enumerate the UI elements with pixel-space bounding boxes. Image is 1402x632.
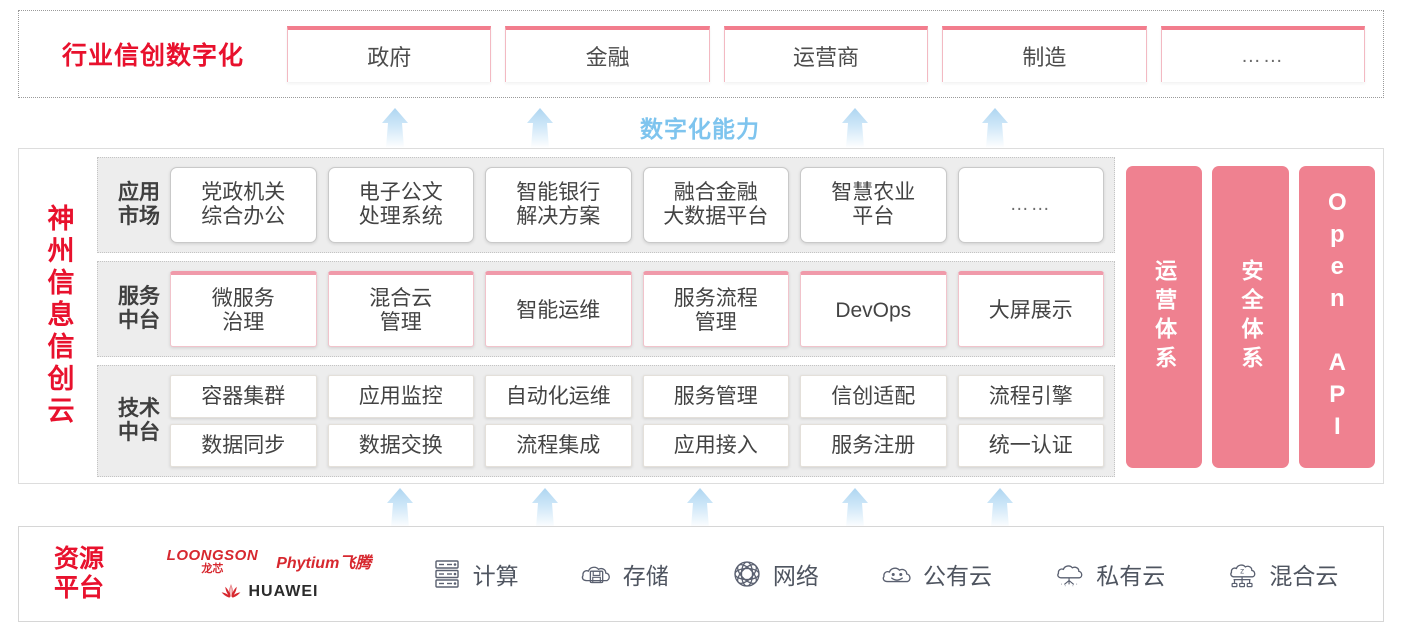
- resource-item-private-cloud-label: 私有云: [1096, 563, 1166, 589]
- tech-card-app-monitoring[interactable]: 应用监控: [327, 375, 474, 418]
- private-cloud-icon: [1057, 565, 1083, 587]
- resource-item-hybrid-cloud-label: 混合云: [1269, 563, 1339, 589]
- app-card-smart-bank[interactable]: 智能银行解决方案: [485, 167, 632, 243]
- service-card-devops[interactable]: DevOps: [800, 271, 947, 347]
- industry-card-carrier[interactable]: 运营商: [723, 26, 929, 82]
- resource-item-public-cloud-label: 公有云: [923, 563, 993, 589]
- cloud-panel-title: 神州信息信创云: [19, 149, 97, 483]
- service-card-smart-ops[interactable]: 智能运维: [485, 271, 632, 347]
- side-pillar-list: 运营体系 安全体系 Open API: [1123, 157, 1375, 477]
- industry-card-finance[interactable]: 金融: [505, 26, 710, 82]
- resource-item-list: 计算 存储: [399, 557, 1383, 591]
- phytium-logo: Phytium飞腾: [276, 555, 372, 572]
- service-card-process-mgmt[interactable]: 服务流程管理: [642, 271, 789, 347]
- tech-card-app-access[interactable]: 应用接入: [642, 424, 789, 467]
- pillar-security-system[interactable]: 安全体系: [1212, 166, 1289, 468]
- svg-text:z: z: [1240, 567, 1244, 576]
- hybrid-cloud-icon: z: [1230, 564, 1256, 588]
- layer-service-platform: 服务中台 微服务治理 混合云管理 智能运维 服务流程管理 DevOps 大屏展示: [97, 261, 1115, 357]
- resource-platform-title: 资源平台: [53, 545, 104, 602]
- loongson-logo: LOONGSON 龙芯: [167, 548, 259, 575]
- service-card-microservice-governance[interactable]: 微服务治理: [170, 271, 317, 347]
- huawei-flower-icon: [221, 583, 240, 598]
- up-arrow-icon: [687, 488, 713, 528]
- loongson-logo-sub: 龙芯: [201, 562, 224, 575]
- app-card-government-office[interactable]: 党政机关综合办公: [170, 167, 317, 243]
- service-card-hybrid-cloud-mgmt[interactable]: 混合云管理: [327, 271, 474, 347]
- tech-card-xinchuang-adaptation[interactable]: 信创适配: [800, 375, 947, 418]
- resource-item-storage-label: 存储: [622, 563, 669, 589]
- cloud-panel: 神州信息信创云 应用市场 党政机关综合办公 电子公文处理系统 智能银行解决方案 …: [18, 148, 1384, 484]
- industry-card-list: 政府 金融 运营商 制造 ……: [287, 26, 1383, 82]
- app-card-finance-bigdata[interactable]: 融合金融大数据平台: [642, 167, 789, 243]
- layer-label-tech-platform: 技术中台: [118, 397, 160, 444]
- tech-platform-row-2: 数据同步 数据交换 流程集成 应用接入 服务注册 统一认证: [170, 424, 1104, 467]
- up-arrow-icon: [527, 108, 553, 148]
- service-card-dashboard[interactable]: 大屏展示: [957, 271, 1104, 347]
- pillar-open-api-label: Open API: [1323, 189, 1351, 445]
- cloud-panel-body: 应用市场 党政机关综合办公 电子公文处理系统 智能银行解决方案 融合金融大数据平…: [97, 149, 1383, 483]
- tech-card-service-registry[interactable]: 服务注册: [800, 424, 947, 467]
- layer-application-market: 应用市场 党政机关综合办公 电子公文处理系统 智能银行解决方案 融合金融大数据平…: [97, 157, 1115, 253]
- up-arrow-icon: [532, 488, 558, 528]
- resource-item-private-cloud[interactable]: 私有云: [1053, 557, 1165, 591]
- app-card-more[interactable]: ……: [957, 167, 1104, 243]
- huawei-logo-name: HUAWEI: [248, 582, 319, 600]
- capability-gap-lower: [0, 486, 1402, 528]
- up-arrow-icon: [987, 488, 1013, 528]
- pillar-security-label: 安全体系: [1238, 259, 1264, 375]
- tech-platform-row-1: 容器集群 应用监控 自动化运维 服务管理 信创适配 流程引擎: [170, 375, 1104, 418]
- layer-label-service-platform: 服务中台: [118, 285, 160, 332]
- up-arrow-icon: [982, 108, 1008, 148]
- tech-card-process-engine[interactable]: 流程引擎: [957, 375, 1104, 418]
- loongson-logo-name: LOONGSON: [166, 546, 259, 564]
- app-card-edoc-system[interactable]: 电子公文处理系统: [327, 167, 474, 243]
- tech-card-process-integration[interactable]: 流程集成: [485, 424, 632, 467]
- pillar-operations-system[interactable]: 运营体系: [1126, 166, 1203, 468]
- resource-platform-panel: 资源平台 LOONGSON 龙芯 Phytium飞腾 HUA: [18, 526, 1384, 622]
- resource-item-public-cloud[interactable]: 公有云: [880, 557, 992, 591]
- tech-card-data-sync[interactable]: 数据同步: [170, 424, 317, 467]
- app-card-smart-agriculture[interactable]: 智慧农业平台: [800, 167, 947, 243]
- resource-item-compute[interactable]: 计算: [430, 557, 519, 591]
- up-arrow-icon: [387, 488, 413, 528]
- service-platform-card-list: 微服务治理 混合云管理 智能运维 服务流程管理 DevOps 大屏展示: [170, 271, 1104, 347]
- public-cloud-icon: [882, 567, 911, 583]
- capability-label: 数字化能力: [640, 116, 760, 142]
- resource-item-network-label: 网络: [772, 563, 819, 589]
- application-market-card-list: 党政机关综合办公 电子公文处理系统 智能银行解决方案 融合金融大数据平台 智慧农…: [170, 167, 1104, 243]
- network-icon: [734, 561, 760, 587]
- layer-tech-platform: 技术中台 容器集群 应用监控 自动化运维 服务管理 信创适配 流程引擎: [97, 365, 1115, 477]
- tech-card-unified-auth[interactable]: 统一认证: [957, 424, 1104, 467]
- tech-card-container-cluster[interactable]: 容器集群: [170, 375, 317, 418]
- industry-card-government[interactable]: 政府: [287, 26, 492, 82]
- huawei-logo: HUAWEI: [220, 583, 319, 601]
- tech-card-service-mgmt[interactable]: 服务管理: [642, 375, 789, 418]
- resource-item-hybrid-cloud[interactable]: z 混合云: [1226, 557, 1338, 591]
- capability-gap-upper: 数字化能力: [0, 100, 1402, 148]
- up-arrow-icon: [842, 108, 868, 148]
- resource-item-network[interactable]: 网络: [730, 557, 819, 591]
- cloud-storage-icon: [581, 566, 610, 584]
- pillar-open-api[interactable]: Open API: [1298, 166, 1375, 468]
- layer-label-application-market: 应用市场: [118, 181, 160, 228]
- cloud-panel-title-text: 神州信息信创云: [43, 204, 74, 428]
- tech-card-automated-ops[interactable]: 自动化运维: [485, 375, 632, 418]
- up-arrow-icon: [842, 488, 868, 528]
- resource-item-storage[interactable]: 存储: [580, 557, 669, 591]
- up-arrow-icon: [382, 108, 408, 148]
- pillar-operations-label: 运营体系: [1152, 259, 1178, 375]
- industry-band-title: 行业信创数字化: [61, 42, 244, 70]
- server-icon: [434, 560, 459, 588]
- industry-band: 行业信创数字化 政府 金融 运营商 制造 ……: [18, 10, 1384, 98]
- industry-card-more[interactable]: ……: [1160, 26, 1366, 82]
- resource-item-compute-label: 计算: [472, 563, 519, 589]
- industry-card-manufacturing[interactable]: 制造: [942, 26, 1147, 82]
- vendor-logo-group: LOONGSON 龙芯 Phytium飞腾 HUAWEI: [139, 548, 399, 601]
- tech-card-data-exchange[interactable]: 数据交换: [327, 424, 474, 467]
- tech-platform-card-grid: 容器集群 应用监控 自动化运维 服务管理 信创适配 流程引擎 数据同步 数据交换…: [170, 375, 1104, 467]
